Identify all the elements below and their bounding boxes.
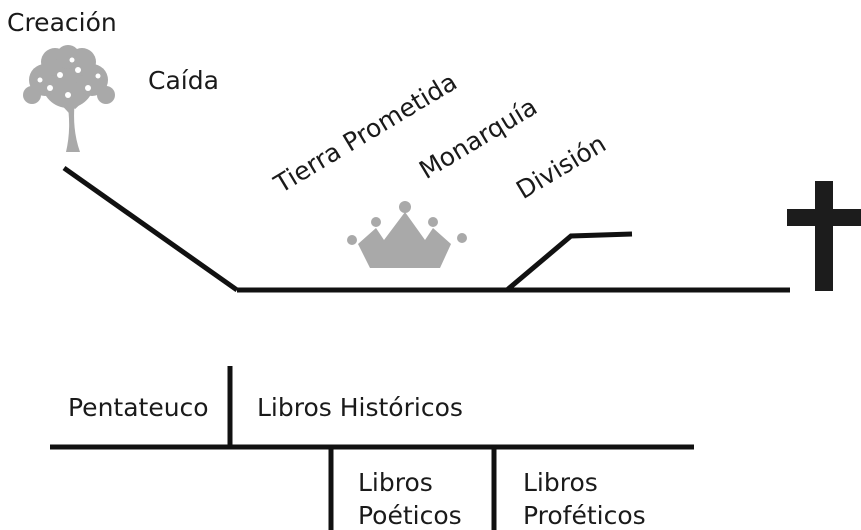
poetic-books-label-line1: Libros: [358, 468, 433, 497]
books-divider-lines: [50, 366, 694, 530]
historical-books-label: Libros Históricos: [257, 393, 463, 422]
prophetic-books-label-line1: Libros: [523, 468, 598, 497]
timeline-lines: [62, 165, 790, 293]
tree-icon: [23, 45, 115, 152]
fall-label: Caída: [148, 66, 219, 95]
prophetic-books-label-line2: Proféticos: [523, 501, 646, 530]
cross-icon: [787, 181, 861, 291]
poetic-books-label-line2: Poéticos: [358, 501, 462, 530]
creation-label: Creación: [7, 8, 117, 37]
pentateuch-label: Pentateuco: [68, 393, 209, 422]
crown-icon: [347, 201, 467, 268]
